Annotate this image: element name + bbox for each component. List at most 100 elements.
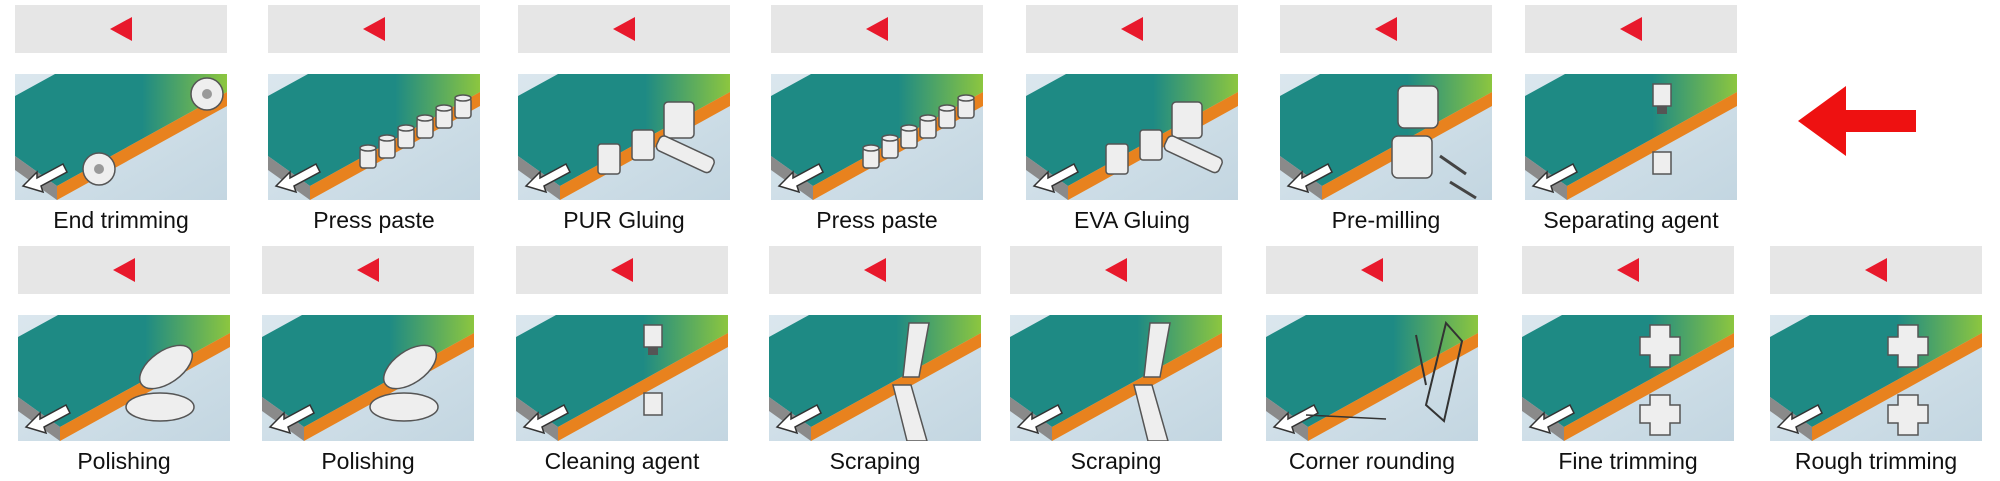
- process-step: Polishing: [18, 246, 230, 475]
- step-label: PUR Gluing: [563, 207, 685, 233]
- step-label: Fine trimming: [1558, 448, 1698, 474]
- machining-unit-illustration: [268, 74, 480, 200]
- step-back-button[interactable]: [268, 5, 480, 53]
- triangle-left-icon: [611, 258, 633, 282]
- machining-unit-illustration: [1010, 315, 1222, 441]
- triangle-left-icon: [1375, 17, 1397, 41]
- exit-arrow-icon: [1531, 162, 1578, 194]
- scraper-blade-icon: [1133, 322, 1171, 441]
- step-label: EVA Gluing: [1074, 207, 1190, 233]
- step-back-button[interactable]: [516, 246, 728, 294]
- saw-blade-icon: [82, 152, 116, 186]
- step-label: Polishing: [321, 448, 415, 474]
- machining-unit-illustration: [1770, 315, 1982, 441]
- scraper-blade-icon: [892, 322, 930, 441]
- step-back-button[interactable]: [518, 5, 730, 53]
- milling-cutter-icon: [1391, 85, 1439, 179]
- triangle-left-icon: [1620, 17, 1642, 41]
- step-label: Press paste: [313, 207, 435, 233]
- exit-arrow-icon: [1032, 162, 1079, 194]
- exit-arrow-icon: [268, 403, 315, 435]
- step-label: Separating agent: [1543, 207, 1719, 233]
- process-step: Scraping: [769, 246, 981, 475]
- press-roller-icon: [397, 124, 415, 149]
- polishing-wheel-icon: [369, 344, 439, 422]
- triangle-left-icon: [363, 17, 385, 41]
- exit-arrow-icon: [24, 403, 71, 435]
- process-step: Pre-milling: [1280, 5, 1492, 234]
- process-step: Corner rounding: [1266, 246, 1478, 475]
- step-back-button[interactable]: [1010, 246, 1222, 294]
- machining-unit-illustration: [518, 74, 730, 200]
- glue-unit-icon: [1163, 101, 1223, 174]
- step-back-button[interactable]: [1525, 5, 1737, 53]
- process-step: End trimming: [15, 5, 227, 234]
- triangle-left-icon: [357, 258, 379, 282]
- process-step: Polishing: [262, 246, 474, 475]
- saw-blade-icon: [190, 77, 224, 111]
- process-step: Separating agent: [1525, 5, 1737, 234]
- corner-rounding-tool-icon: [1305, 320, 1464, 423]
- step-back-button[interactable]: [1770, 246, 1982, 294]
- step-label: Cleaning agent: [544, 448, 700, 474]
- exit-arrow-icon: [21, 162, 68, 194]
- step-label: Scraping: [1070, 448, 1162, 474]
- triangle-left-icon: [110, 17, 132, 41]
- process-step: Cleaning agent: [516, 246, 728, 475]
- step-back-button[interactable]: [769, 246, 981, 294]
- step-label: Press paste: [816, 207, 938, 233]
- press-roller-icon: [919, 114, 937, 139]
- glue-roller-icon: [597, 129, 655, 175]
- press-roller-icon: [900, 124, 918, 149]
- exit-arrow-icon: [1776, 403, 1823, 435]
- step-back-button[interactable]: [771, 5, 983, 53]
- step-back-button[interactable]: [1280, 5, 1492, 53]
- process-step: Press paste: [771, 5, 983, 234]
- press-roller-icon: [938, 104, 956, 129]
- exit-arrow-icon: [1528, 403, 1575, 435]
- press-roller-icon: [881, 134, 899, 159]
- step-back-button[interactable]: [1266, 246, 1478, 294]
- flow-direction-arrow-icon: [1798, 86, 1916, 156]
- nozzle-icon: [643, 392, 663, 416]
- exit-arrow-icon: [775, 403, 822, 435]
- triangle-left-icon: [113, 258, 135, 282]
- machining-unit-illustration: [769, 315, 981, 441]
- step-back-button[interactable]: [1522, 246, 1734, 294]
- triangle-left-icon: [1617, 258, 1639, 282]
- glue-roller-icon: [1105, 129, 1163, 175]
- press-roller-icon: [957, 94, 975, 119]
- triangle-left-icon: [864, 258, 886, 282]
- press-roller-icon: [359, 144, 377, 169]
- press-roller-icon: [416, 114, 434, 139]
- step-back-button[interactable]: [15, 5, 227, 53]
- nozzle-icon: [1652, 83, 1672, 114]
- triangle-left-icon: [866, 17, 888, 41]
- process-step: EVA Gluing: [1026, 5, 1238, 234]
- machining-unit-illustration: [771, 74, 983, 200]
- triangle-left-icon: [1361, 258, 1383, 282]
- exit-arrow-icon: [274, 162, 321, 194]
- step-label: Pre-milling: [1331, 207, 1441, 233]
- machining-unit-illustration: [1280, 74, 1492, 200]
- glue-unit-icon: [655, 101, 715, 174]
- nozzle-icon: [643, 324, 663, 355]
- process-step: Press paste: [268, 5, 480, 234]
- step-back-button[interactable]: [1026, 5, 1238, 53]
- step-label: Scraping: [829, 448, 921, 474]
- press-roller-icon: [378, 134, 396, 159]
- process-step: Scraping: [1010, 246, 1222, 475]
- machining-unit-illustration: [262, 315, 474, 441]
- exit-arrow-icon: [522, 403, 569, 435]
- polishing-wheel-icon: [125, 344, 195, 422]
- machining-unit-illustration: [1266, 315, 1478, 441]
- triangle-left-icon: [1121, 17, 1143, 41]
- machining-unit-illustration: [1522, 315, 1734, 441]
- press-roller-icon: [435, 104, 453, 129]
- exit-arrow-icon: [1016, 403, 1063, 435]
- machining-unit-illustration: [1026, 74, 1238, 200]
- machining-unit-illustration: [18, 315, 230, 441]
- step-back-button[interactable]: [18, 246, 230, 294]
- trimming-cutter-icon: [1639, 324, 1681, 436]
- step-back-button[interactable]: [262, 246, 474, 294]
